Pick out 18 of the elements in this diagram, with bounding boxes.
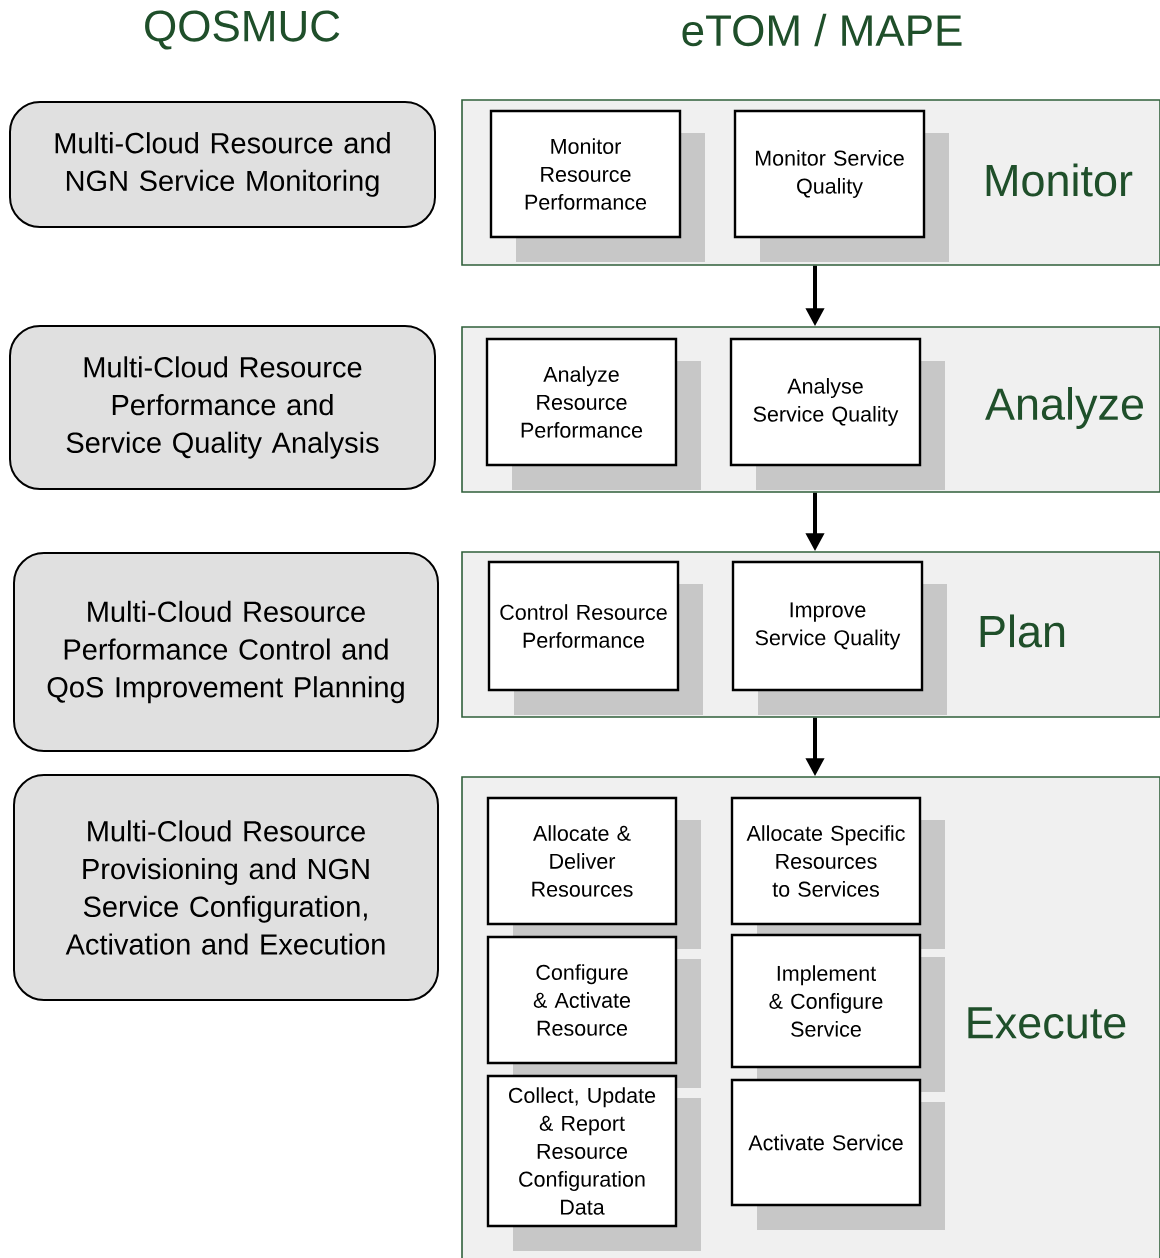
process-box: Multi-Cloud Resource Performance and Service Quality Analysis <box>9 325 436 490</box>
process-box: Configure & Activate Resource <box>486 935 701 1088</box>
process-box: Analyze Resource Performance <box>485 337 701 490</box>
process-box: Multi-Cloud Resource and NGN Service Monitoring <box>9 101 436 228</box>
process-box: Monitor Resource Performance <box>489 109 705 262</box>
process-box: Allocate Specific Resources to Services <box>730 796 945 949</box>
process-box: Activate Service <box>730 1078 945 1230</box>
column-heading: QOSMUC <box>145 10 340 50</box>
process-box: Allocate & Deliver Resources <box>486 796 701 949</box>
process-box: Analyse Service Quality <box>729 337 945 490</box>
process-box: Implement & Configure Service <box>730 933 945 1092</box>
process-box: Improve Service Quality <box>731 560 947 715</box>
process-box: Multi-Cloud Resource Provisioning and NGN Service Configuration, Activation and Execution <box>13 774 439 1001</box>
process-box: Monitor Service Quality <box>733 109 949 262</box>
process-box: Control Resource Performance <box>487 560 703 715</box>
process-box: Collect, Update & Report Resource Configuration Data <box>486 1074 701 1251</box>
column-heading: eTOM / MAPE <box>682 13 962 47</box>
process-box: Multi-Cloud Resource Performance Control and QoS Improvement Planning <box>13 552 439 752</box>
